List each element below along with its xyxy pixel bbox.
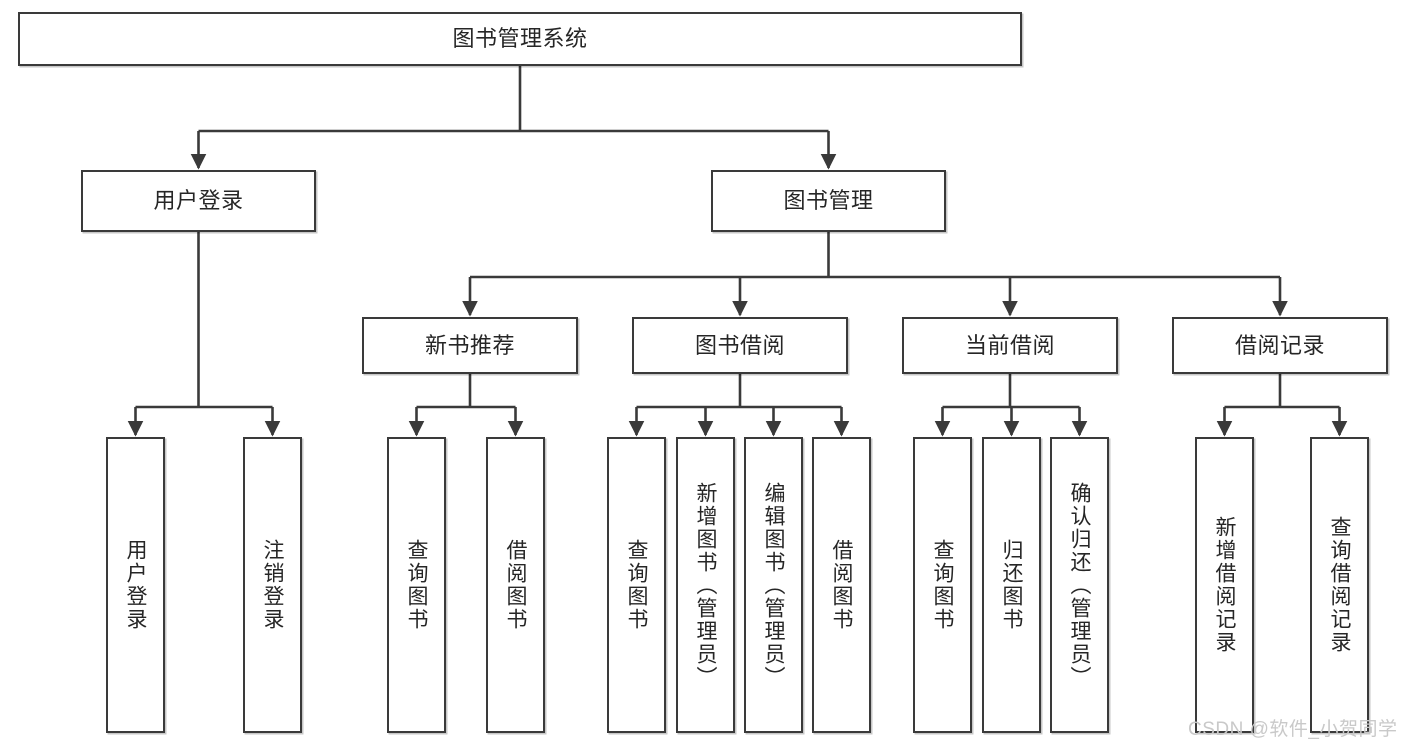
node-leaf_6[interactable]: 新增图书（管理员） <box>676 437 735 733</box>
node-label: 查询图书 <box>625 539 648 631</box>
node-label: 编辑图书（管理员） <box>762 481 785 689</box>
node-label: 借阅图书 <box>830 539 853 631</box>
node-book_mgmt[interactable]: 图书管理 <box>711 170 946 232</box>
node-label: 借阅记录 <box>1234 332 1325 358</box>
csdn-watermark: CSDN @软件_小贺同学 <box>1188 719 1398 740</box>
node-records[interactable]: 借阅记录 <box>1172 317 1388 374</box>
node-leaf_10[interactable]: 归还图书 <box>982 437 1041 733</box>
node-label: 用户登录 <box>124 539 147 631</box>
node-root[interactable]: 图书管理系统 <box>18 12 1022 66</box>
node-label: 查询借阅记录 <box>1328 516 1351 654</box>
node-leaf_5[interactable]: 查询图书 <box>607 437 666 733</box>
node-label: 新增借阅记录 <box>1213 516 1236 654</box>
node-leaf_1[interactable]: 用户登录 <box>106 437 165 733</box>
node-label: 图书管理系统 <box>452 26 588 52</box>
node-label: 当前借阅 <box>964 332 1055 358</box>
node-current[interactable]: 当前借阅 <box>902 317 1118 374</box>
node-leaf_4[interactable]: 借阅图书 <box>486 437 545 733</box>
node-label: 新书推荐 <box>424 332 515 358</box>
node-leaf_12[interactable]: 新增借阅记录 <box>1195 437 1254 733</box>
node-leaf_2[interactable]: 注销登录 <box>243 437 302 733</box>
node-leaf_8[interactable]: 借阅图书 <box>812 437 871 733</box>
node-label: 注销登录 <box>261 539 284 631</box>
node-borrow[interactable]: 图书借阅 <box>632 317 848 374</box>
node-label: 归还图书 <box>1000 539 1023 631</box>
node-leaf_11[interactable]: 确认归还（管理员） <box>1050 437 1109 733</box>
node-label: 用户登录 <box>153 188 244 214</box>
node-label: 查询图书 <box>405 539 428 631</box>
node-leaf_7[interactable]: 编辑图书（管理员） <box>744 437 803 733</box>
node-leaf_13[interactable]: 查询借阅记录 <box>1310 437 1369 733</box>
node-leaf_3[interactable]: 查询图书 <box>387 437 446 733</box>
node-label: 图书借阅 <box>694 332 785 358</box>
node-label: 图书管理 <box>783 188 874 214</box>
node-label: 新增图书（管理员） <box>694 481 717 689</box>
node-label: 确认归还（管理员） <box>1068 481 1091 689</box>
node-label: 查询图书 <box>931 539 954 631</box>
node-leaf_9[interactable]: 查询图书 <box>913 437 972 733</box>
node-new_rec[interactable]: 新书推荐 <box>362 317 578 374</box>
node-user_login[interactable]: 用户登录 <box>81 170 316 232</box>
node-label: 借阅图书 <box>504 539 527 631</box>
